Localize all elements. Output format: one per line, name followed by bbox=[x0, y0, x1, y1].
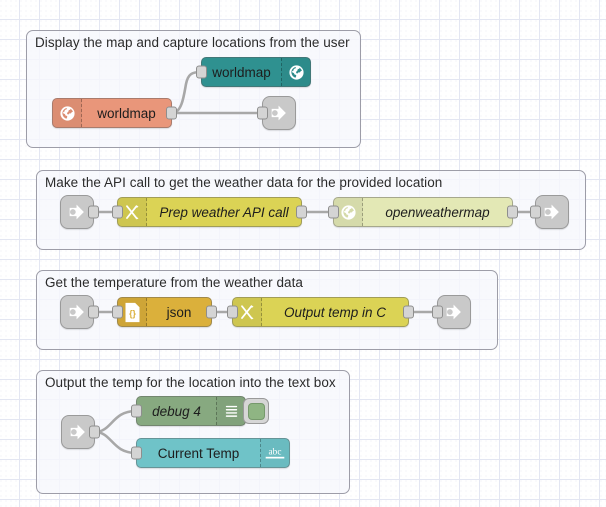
node-debug-4[interactable]: debug 4 bbox=[131, 396, 269, 426]
globe-icon bbox=[53, 99, 82, 127]
node-prep-weather-api-call[interactable]: Prep weather API call bbox=[112, 197, 307, 227]
node-output-temp-in-c[interactable]: Output temp in C bbox=[227, 297, 414, 327]
node-link-in-3[interactable] bbox=[60, 295, 99, 329]
output-port[interactable] bbox=[166, 106, 177, 120]
debug-toggle-indicator bbox=[247, 402, 265, 420]
debug-toggle-button[interactable] bbox=[243, 398, 269, 424]
group-display-map[interactable]: Display the map and capture locations fr… bbox=[26, 30, 361, 148]
node-link-out-3[interactable] bbox=[432, 295, 471, 329]
output-port[interactable] bbox=[206, 305, 217, 319]
node-openweathermap[interactable]: openweathermap bbox=[328, 197, 518, 227]
node-label: debug 4 bbox=[152, 403, 201, 419]
node-label: json bbox=[166, 304, 192, 320]
output-port[interactable] bbox=[88, 305, 99, 319]
group-title: Output the temp for the location into th… bbox=[45, 375, 336, 390]
group-output-temp[interactable]: Output the temp for the location into th… bbox=[36, 370, 350, 494]
link-out-icon bbox=[541, 201, 563, 223]
node-label: Prep weather API call bbox=[159, 204, 289, 220]
group-title: Make the API call to get the weather dat… bbox=[45, 175, 443, 190]
output-port[interactable] bbox=[88, 205, 99, 219]
link-out-icon bbox=[443, 301, 465, 323]
node-label: Current Temp bbox=[157, 445, 240, 461]
node-link-in-2[interactable] bbox=[60, 195, 99, 229]
group-title: Display the map and capture locations fr… bbox=[35, 35, 350, 50]
group-title: Get the temperature from the weather dat… bbox=[45, 275, 303, 290]
node-worldmap-in[interactable]: worldmap bbox=[52, 98, 177, 128]
node-json[interactable]: {} json bbox=[112, 297, 217, 327]
link-in-icon bbox=[66, 201, 88, 223]
link-in-icon bbox=[67, 421, 89, 443]
output-port[interactable] bbox=[296, 205, 307, 219]
debug-lines-icon bbox=[216, 397, 245, 425]
node-link-out-1[interactable] bbox=[257, 96, 296, 130]
output-port[interactable] bbox=[403, 305, 414, 319]
input-port[interactable] bbox=[196, 65, 207, 79]
node-current-temp[interactable]: Current Temp abc bbox=[131, 438, 290, 468]
node-label: worldmap bbox=[97, 105, 156, 121]
input-port[interactable] bbox=[131, 404, 142, 418]
node-worldmap-out[interactable]: worldmap bbox=[196, 57, 311, 87]
input-port[interactable] bbox=[112, 205, 123, 219]
input-port[interactable] bbox=[432, 305, 443, 319]
output-port[interactable] bbox=[89, 425, 100, 439]
node-label: worldmap bbox=[212, 64, 271, 80]
link-in-icon bbox=[66, 301, 88, 323]
input-port[interactable] bbox=[112, 305, 123, 319]
abc-text-icon: abc bbox=[260, 439, 289, 467]
node-link-in-4[interactable] bbox=[61, 415, 100, 449]
node-link-out-2[interactable] bbox=[530, 195, 569, 229]
input-port[interactable] bbox=[257, 106, 268, 120]
svg-text:{}: {} bbox=[129, 308, 136, 318]
node-label: Output temp in C bbox=[283, 304, 387, 320]
globe-icon bbox=[281, 58, 310, 86]
svg-text:abc: abc bbox=[269, 448, 282, 458]
input-port[interactable] bbox=[328, 205, 339, 219]
input-port[interactable] bbox=[530, 205, 541, 219]
output-port[interactable] bbox=[507, 205, 518, 219]
input-port[interactable] bbox=[227, 305, 238, 319]
link-out-icon bbox=[268, 102, 290, 124]
input-port[interactable] bbox=[131, 446, 142, 460]
node-label: openweathermap bbox=[385, 204, 490, 220]
